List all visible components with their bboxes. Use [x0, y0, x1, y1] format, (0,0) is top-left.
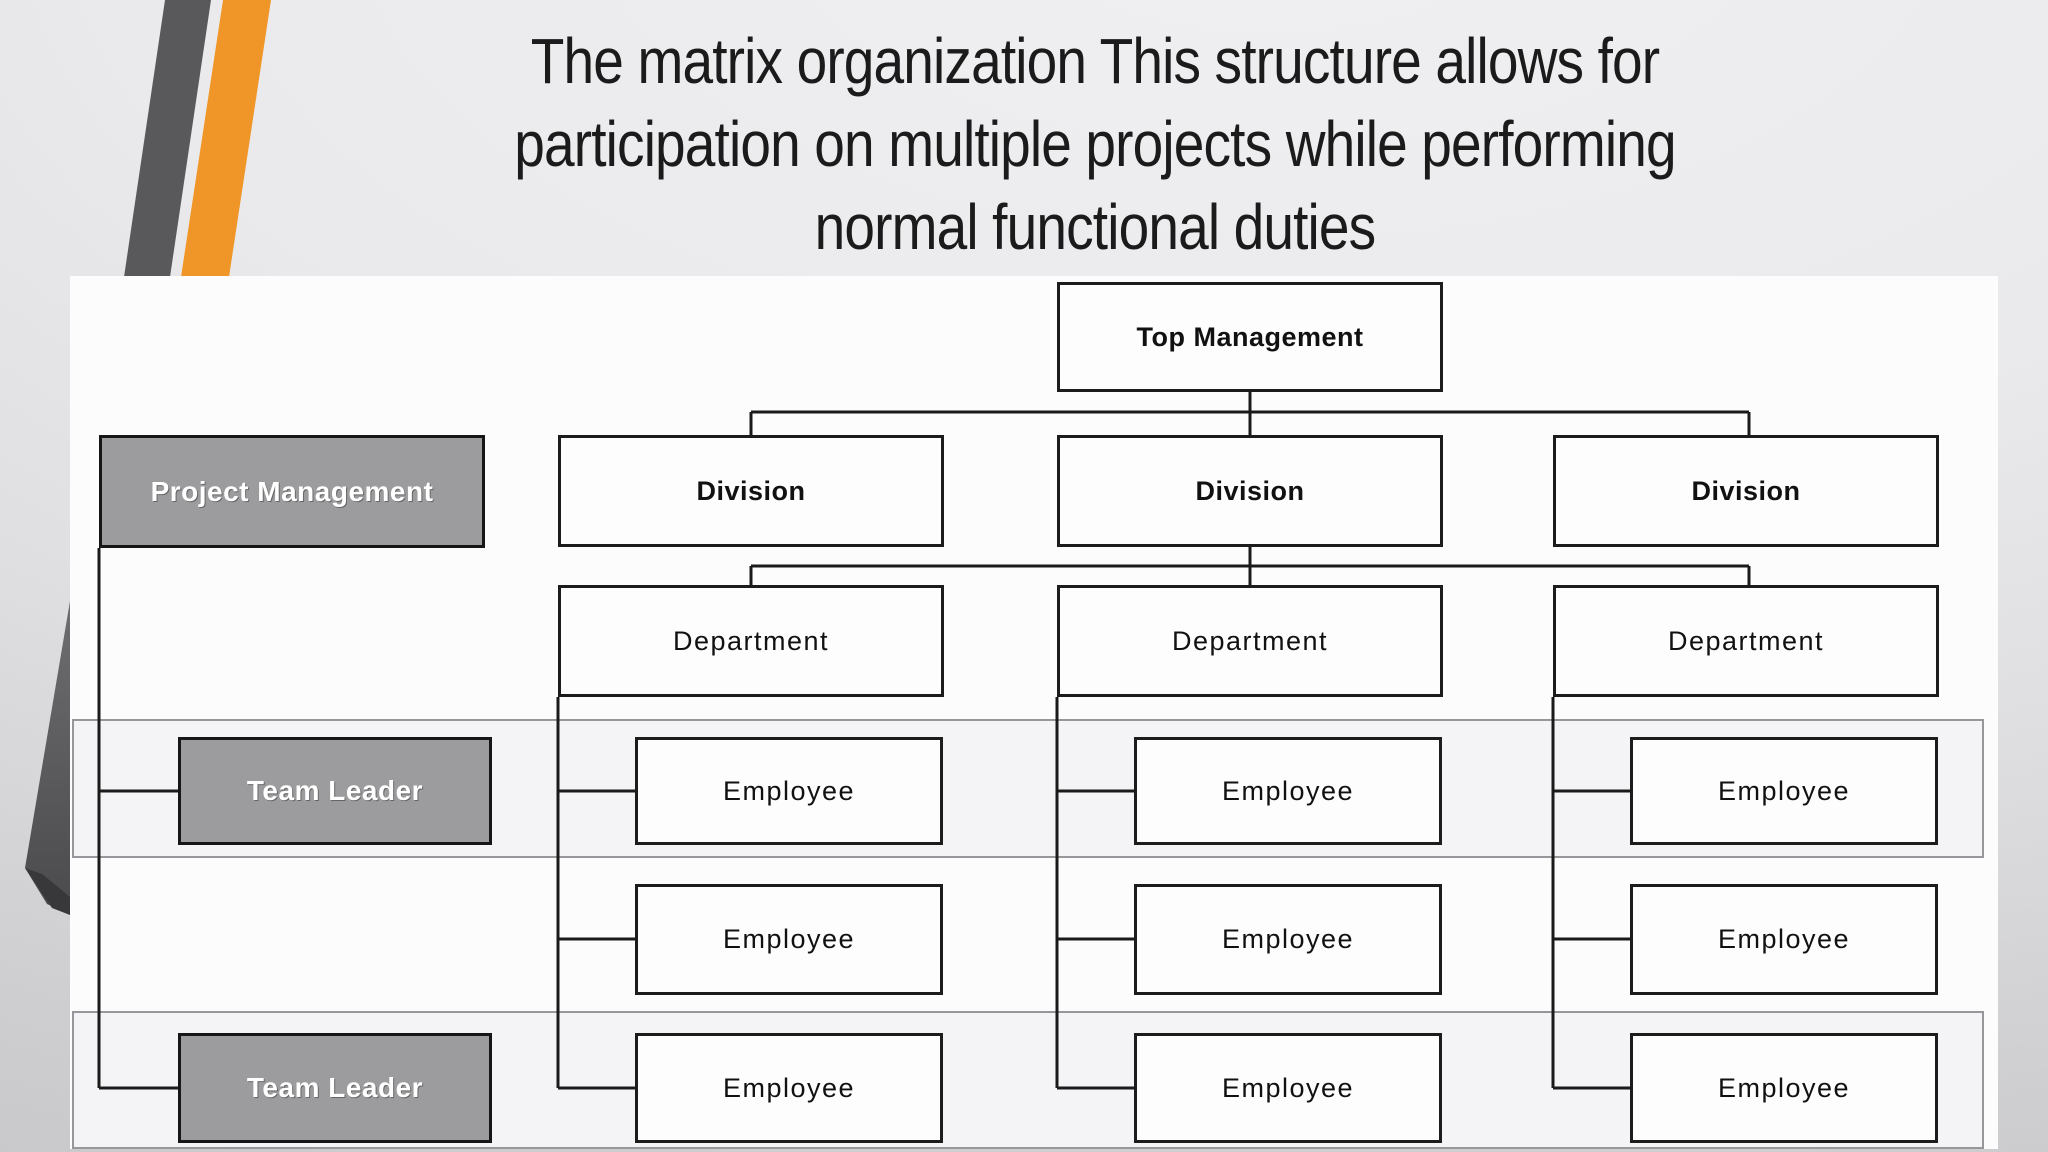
connector-division-to-departments	[749, 547, 1751, 585]
fold-triangle	[25, 601, 70, 915]
division-box-3: Division	[1553, 435, 1939, 547]
employee-box-r1c3: Employee	[1630, 737, 1938, 845]
employee-box-r1c1: Employee	[635, 737, 943, 845]
title-line-2: participation on multiple projects while…	[514, 108, 1676, 180]
division-box-2: Division	[1057, 435, 1443, 547]
title-line-3: normal functional duties	[814, 191, 1377, 263]
employee-box-r2c2: Employee	[1134, 884, 1442, 995]
chart-panel	[70, 276, 1998, 1149]
orange-stripe	[181, 0, 271, 277]
connector-dept3-to-employees	[1551, 697, 1630, 1090]
project-management-box: Project Management	[99, 435, 485, 548]
employee-box-r3c1: Employee	[635, 1033, 943, 1143]
employee-box-r2c3: Employee	[1630, 884, 1938, 995]
employee-box-r3c3: Employee	[1630, 1033, 1938, 1143]
connector-top-to-divisions	[749, 392, 1751, 435]
department-box-1: Department	[558, 585, 944, 697]
team-leader-box-1: Team Leader	[178, 737, 492, 845]
department-box-2: Department	[1057, 585, 1443, 697]
connector-pm-to-team-leaders	[97, 548, 178, 1090]
division-box-1: Division	[558, 435, 944, 547]
dark-stripe	[124, 0, 211, 277]
employee-box-r2c1: Employee	[635, 884, 943, 995]
department-box-3: Department	[1553, 585, 1939, 697]
connector-dept1-to-employees	[556, 697, 635, 1090]
top-management-box: Top Management	[1057, 282, 1443, 392]
team-leader-box-2: Team Leader	[178, 1033, 492, 1143]
employee-box-r3c2: Employee	[1134, 1033, 1442, 1143]
title-line-1: The matrix organization This structure a…	[530, 25, 1660, 97]
connector-dept2-to-employees	[1055, 697, 1134, 1090]
slide-title: The matrix organization This structure a…	[120, 20, 2048, 269]
employee-box-r1c2: Employee	[1134, 737, 1442, 845]
fold-triangle-tip	[25, 868, 70, 915]
